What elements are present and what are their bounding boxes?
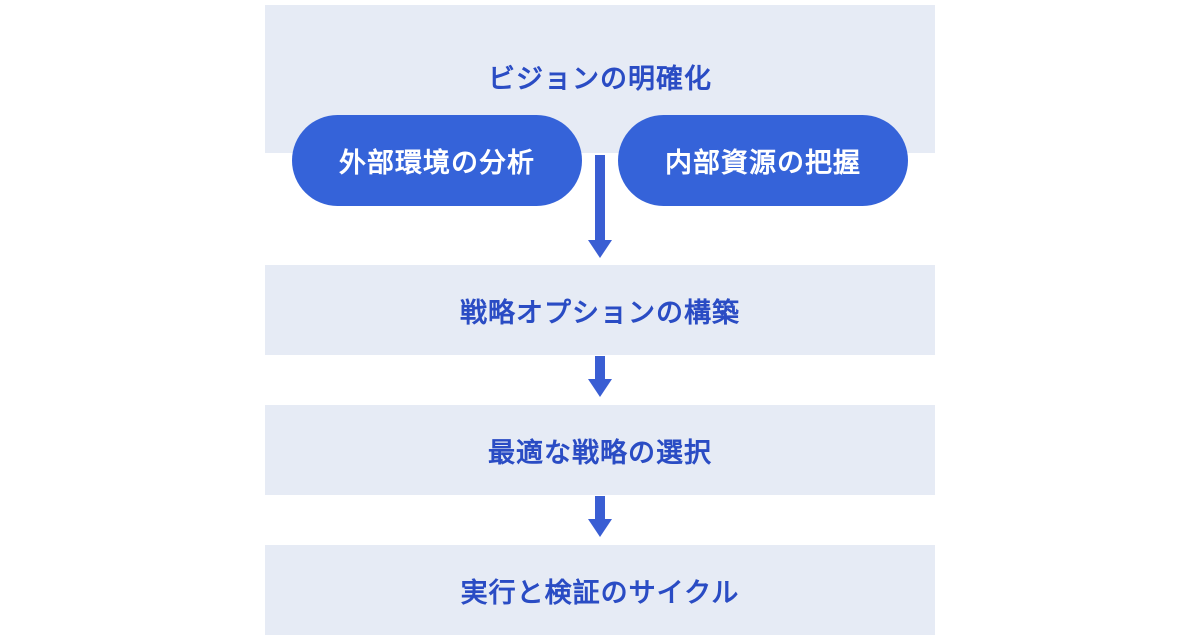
external-analysis-label: 外部環境の分析 <box>339 148 535 179</box>
strategy-options-step-box: 戦略オプションの構築 <box>265 265 935 355</box>
strategy-options-label: 戦略オプションの構築 <box>460 297 740 329</box>
best-strategy-label: 最適な戦略の選択 <box>488 437 712 469</box>
internal-resources-pill: 内部資源の把握 <box>618 115 908 206</box>
execution-cycle-step-box: 実行と検証のサイクル <box>265 545 935 635</box>
down-arrow-icon <box>588 356 612 398</box>
internal-resources-label: 内部資源の把握 <box>665 148 861 179</box>
execution-cycle-label: 実行と検証のサイクル <box>460 577 740 609</box>
vision-step-label: ビジョンの明確化 <box>488 64 712 95</box>
down-arrow-icon <box>588 496 612 538</box>
external-analysis-pill: 外部環境の分析 <box>292 115 582 206</box>
best-strategy-step-box: 最適な戦略の選択 <box>265 405 935 495</box>
down-arrow-icon <box>588 155 612 258</box>
